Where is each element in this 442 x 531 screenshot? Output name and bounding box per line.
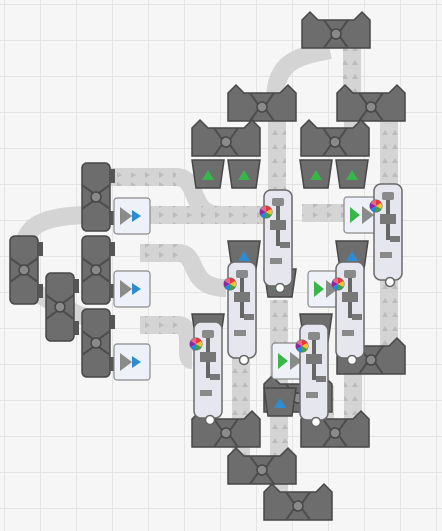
bin-icon[interactable] [263,387,297,417]
splitter-icon[interactable] [263,483,333,521]
splitter-icon[interactable] [81,235,116,305]
splitter-icon[interactable] [45,272,80,342]
bin-icon[interactable] [335,159,369,189]
bin-icon[interactable] [299,159,333,189]
splitter-icon[interactable] [300,119,370,157]
filter-icon[interactable] [113,343,151,381]
splitter-icon[interactable] [81,162,116,232]
painter-icon[interactable] [295,323,329,428]
splitter-icon[interactable] [191,119,261,157]
painter-icon[interactable] [331,261,365,366]
splitter-icon[interactable] [301,11,371,49]
bin-icon[interactable] [191,159,225,189]
painter-icon[interactable] [369,183,403,288]
painter-icon[interactable] [223,261,257,366]
painter-icon[interactable] [189,321,223,426]
splitter-icon[interactable] [81,308,116,378]
splitter-icon[interactable] [227,447,297,485]
filter-icon[interactable] [113,270,151,308]
splitter-icon[interactable] [336,84,406,122]
filter-icon[interactable] [113,197,151,235]
splitter-icon[interactable] [9,235,44,305]
bin-icon[interactable] [227,159,261,189]
painter-icon[interactable] [259,189,293,294]
splitter-icon[interactable] [227,84,297,122]
